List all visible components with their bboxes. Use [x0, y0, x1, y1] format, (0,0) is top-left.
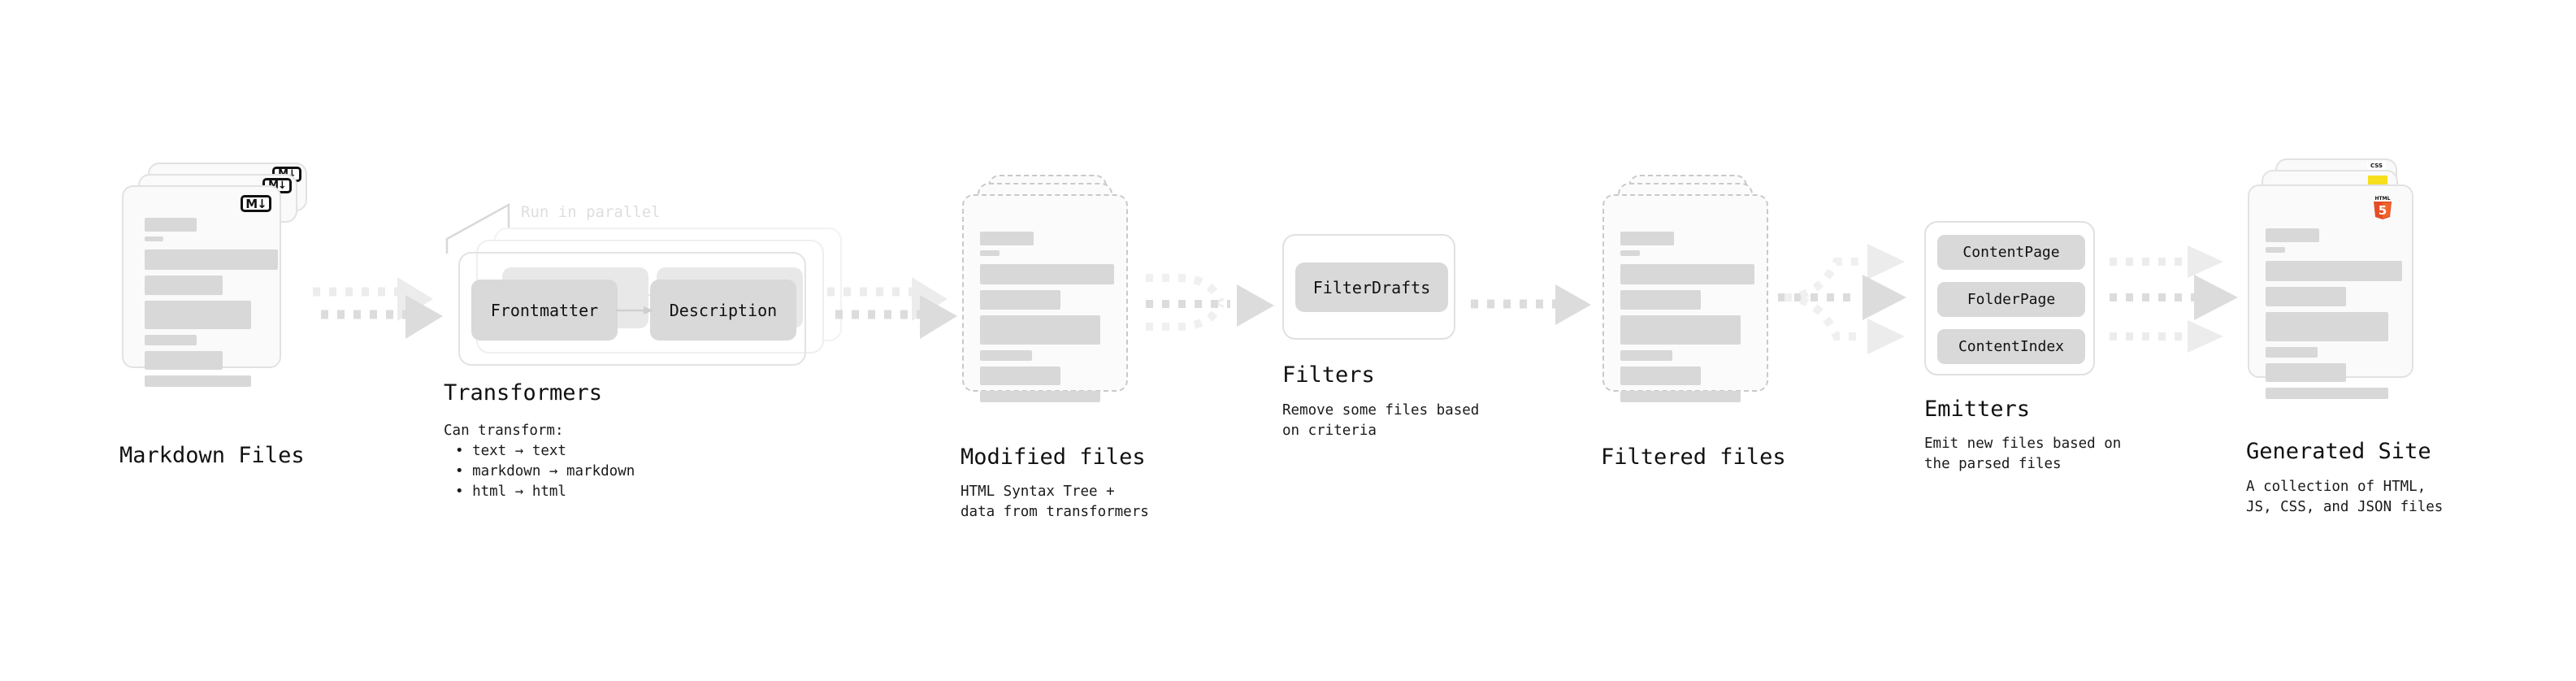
doc-line: [980, 264, 1114, 284]
doc-line: [2266, 388, 2388, 399]
svg-text:5: 5: [2379, 203, 2387, 218]
document-placeholder-lines: [1620, 232, 1755, 402]
doc-line: [1620, 315, 1741, 345]
svg-text:HTML: HTML: [2375, 196, 2391, 202]
emitter-pill-contentpage[interactable]: ContentPage: [1937, 235, 2085, 270]
stage-title-filtered-files: Filtered files: [1601, 445, 1786, 470]
markdown-document-stack: M↓ M↓ M↓: [122, 163, 333, 423]
document-card-front: HTML 5: [2248, 184, 2413, 399]
filters-group[interactable]: FilterDrafts: [1282, 234, 1455, 340]
document-card-front: [962, 194, 1128, 402]
connector-emitters-to-site: [2110, 245, 2238, 353]
filter-pill-filterdrafts[interactable]: FilterDrafts: [1295, 262, 1448, 312]
modified-document-stack: [962, 175, 1149, 435]
document-card-front: M↓: [122, 185, 281, 387]
doc-line: [980, 315, 1100, 345]
stage-title-filters: Filters: [1282, 362, 1375, 388]
doc-line: [145, 375, 251, 387]
doc-line: [2266, 363, 2346, 382]
transformers-bullet-2-text: html → html: [472, 484, 566, 500]
document-placeholder-lines: [2266, 228, 2402, 399]
doc-line: [980, 391, 1100, 402]
run-in-parallel-bracket: [445, 202, 510, 254]
stage-filters: FilterDrafts Filters Remove some files b…: [1282, 234, 1526, 502]
doc-line: [145, 218, 197, 232]
emitters-group[interactable]: ContentPage FolderPage ContentIndex: [1924, 221, 2095, 375]
doc-line: [980, 350, 1032, 361]
doc-line: [1620, 391, 1741, 402]
doc-line: [1620, 232, 1674, 245]
stage-modified-files: Modified files HTML Syntax Tree + data f…: [961, 175, 1206, 520]
doc-line: [2266, 347, 2318, 358]
stage-title-generated-site: Generated Site: [2246, 439, 2431, 464]
doc-line: [145, 275, 223, 295]
transformers-bullet-0: • text → text: [455, 443, 566, 459]
transformers-bullet-1: • markdown → markdown: [455, 463, 635, 479]
doc-line: [1620, 250, 1640, 256]
doc-line: [2266, 228, 2319, 242]
doc-line: [1620, 367, 1701, 385]
connector-filtered-to-emitters: [1778, 244, 1906, 354]
stage-subtitle-generated-site: A collection of HTML, JS, CSS, and JSON …: [2246, 479, 2444, 515]
doc-line: [145, 351, 223, 370]
doc-line: [145, 301, 251, 329]
stage-subtitle-emitters: Emit new files based on the parsed files: [1924, 436, 2122, 472]
stage-emitters: ContentPage FolderPage ContentIndex Emit…: [1924, 221, 2192, 505]
doc-line: [2266, 312, 2388, 341]
document-placeholder-lines: [145, 218, 278, 387]
doc-line: [980, 232, 1034, 245]
connector-modified-to-filters: [1146, 274, 1274, 331]
filtered-document-stack: [1602, 175, 1789, 435]
stage-markdown-files: M↓ M↓ M↓ Markdown Files: [119, 163, 366, 504]
doc-line: [1620, 290, 1701, 310]
doc-line: [2266, 247, 2285, 253]
doc-line: [145, 236, 163, 241]
transformer-group-front[interactable]: Frontmatter Description: [458, 252, 806, 366]
stage-subtitle-filters: Remove some files based on criteria: [1282, 402, 1480, 439]
run-in-parallel-label: Run in parallel: [521, 203, 661, 221]
emitter-pill-folderpage[interactable]: FolderPage: [1937, 282, 2085, 317]
doc-line: [2266, 287, 2346, 306]
connector-md-to-transformers: [313, 277, 443, 339]
doc-line: [145, 249, 278, 270]
stage-title-transformers: Transformers: [444, 380, 603, 406]
stage-filtered-files: Filtered files: [1601, 175, 1846, 500]
transformers-bullet-0-text: text → text: [472, 443, 566, 459]
stage-title-markdown-files: Markdown Files: [119, 443, 305, 468]
stage-transformers: Run in parallel Frontmatter Description …: [444, 187, 884, 504]
document-card-front: [1602, 194, 1768, 402]
doc-line: [980, 250, 1000, 256]
stage-generated-site: CSS HTML 5 Generated: [2246, 158, 2540, 515]
transformers-bullet-2: • html → html: [455, 484, 566, 500]
emitter-pill-contentindex[interactable]: ContentIndex: [1937, 329, 2085, 364]
markdown-icon: M↓: [241, 195, 271, 212]
transformers-bullet-1-text: markdown → markdown: [472, 463, 635, 479]
doc-line: [980, 290, 1060, 310]
doc-line: [145, 335, 197, 345]
stage-subtitle-transformers: Can transform:: [444, 423, 564, 439]
connector-transformers-to-modified: [827, 277, 957, 339]
stage-subtitle-modified-files: HTML Syntax Tree + data from transformer…: [961, 484, 1149, 520]
transformer-pill-description[interactable]: Description: [650, 280, 796, 340]
transformer-arrow-front: [616, 306, 653, 314]
connector-filters-to-filtered: [1471, 284, 1591, 325]
generated-document-stack: CSS HTML 5: [2248, 158, 2475, 427]
doc-line: [1620, 350, 1672, 361]
doc-line: [980, 367, 1060, 385]
doc-line: [1620, 264, 1754, 284]
transformer-pill-frontmatter[interactable]: Frontmatter: [471, 280, 618, 340]
document-placeholder-lines: [980, 232, 1115, 402]
doc-line: [2266, 261, 2402, 281]
html5-icon: HTML 5: [2374, 196, 2392, 219]
stage-title-modified-files: Modified files: [961, 445, 1146, 470]
stage-title-emitters: Emitters: [1924, 397, 2031, 422]
